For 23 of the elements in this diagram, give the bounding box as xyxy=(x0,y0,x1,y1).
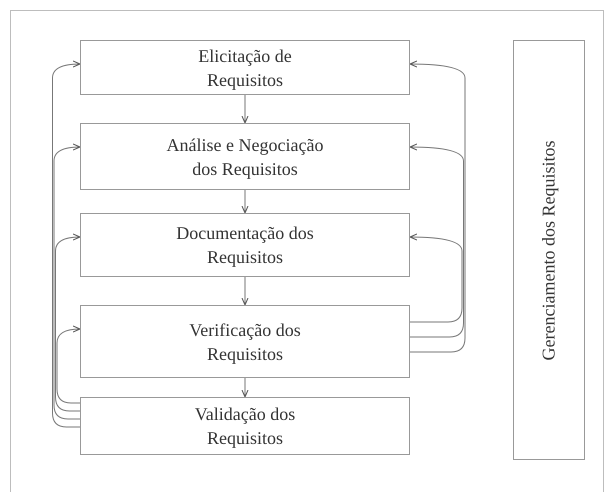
arrow xyxy=(55,234,80,412)
box-label: Verificação dos Requisitos xyxy=(188,318,302,366)
arrow xyxy=(242,94,248,124)
arrow xyxy=(410,144,464,338)
arrow xyxy=(242,276,248,306)
process-box xyxy=(80,123,410,190)
arrow xyxy=(410,234,462,322)
arrow xyxy=(54,144,80,420)
process-box xyxy=(80,305,410,378)
box-label: Gerenciamento dos Requisitos xyxy=(538,140,560,360)
box-label: Validação dos Requisitos xyxy=(194,403,296,450)
process-box xyxy=(80,40,410,95)
arrow xyxy=(52,60,80,428)
box-label: Elicitação de Requisitos xyxy=(197,44,293,92)
arrow xyxy=(242,378,248,398)
process-box xyxy=(513,40,585,460)
process-box xyxy=(80,213,410,277)
box-label: Análise e Negociação dos Requisitos xyxy=(166,134,324,180)
box-label: Documentação dos Requisitos xyxy=(175,222,315,269)
process-box xyxy=(80,397,410,455)
arrow xyxy=(56,326,80,404)
arrow xyxy=(410,60,466,352)
arrow xyxy=(242,190,248,214)
